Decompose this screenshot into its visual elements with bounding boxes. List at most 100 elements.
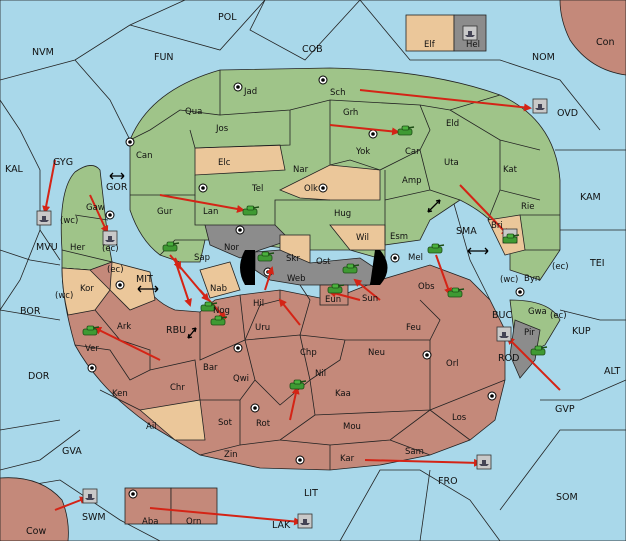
label-uta: Uta — [444, 158, 459, 168]
label-nil: Nil — [315, 369, 326, 379]
label-amp: Amp — [402, 176, 422, 186]
label-kat: Kat — [503, 165, 518, 175]
label-ec-kor: (ec) — [107, 265, 124, 275]
label-qua: Qua — [185, 107, 202, 117]
red-borders — [74, 284, 506, 470]
label-kal: KAL — [5, 164, 24, 175]
territory-kor[interactable] — [61, 267, 111, 316]
fleet-fro[interactable] — [476, 454, 492, 470]
label-orl: Orl — [446, 359, 459, 369]
label-wil: Wil — [356, 233, 369, 243]
label-chr: Chr — [170, 383, 185, 393]
impassable-east — [370, 250, 388, 285]
label-lit: LIT — [304, 488, 318, 499]
label-gwa: Gwa — [528, 307, 547, 317]
fleet-lak[interactable] — [297, 513, 313, 529]
territory-elc[interactable] — [194, 144, 286, 176]
label-ec-gwa: (ec) — [550, 311, 567, 321]
label-jos: Jos — [215, 124, 229, 134]
label-buc: BUC — [492, 310, 512, 321]
label-som: SOM — [556, 492, 578, 503]
label-web: Web — [287, 274, 306, 284]
label-gaw: Gaw — [86, 203, 105, 213]
territory-con[interactable] — [559, 0, 626, 76]
territory-gaw[interactable] — [60, 165, 113, 263]
label-bor: BOR — [20, 306, 41, 317]
label-alt: ALT — [604, 366, 620, 377]
label-kor: Kor — [80, 284, 94, 294]
label-ost: Ost — [316, 257, 331, 267]
label-rod: ROD — [498, 353, 519, 364]
label-sch: Sch — [330, 88, 345, 98]
label-fun: FUN — [154, 52, 174, 63]
label-gyg: GYG — [53, 157, 73, 168]
label-gvp: GVP — [555, 404, 575, 415]
label-qwi: Qwi — [233, 374, 249, 384]
label-ovd: OVD — [557, 108, 578, 119]
label-nab: Nab — [210, 284, 227, 294]
label-sot: Sot — [218, 418, 233, 428]
label-jad: Jad — [243, 87, 257, 97]
territory-nab[interactable] — [199, 261, 241, 299]
label-mvu: MVU — [36, 242, 58, 253]
label-mel: Mel — [408, 253, 423, 263]
label-grh: Grh — [343, 108, 358, 118]
territory-orn[interactable] — [170, 487, 218, 525]
coast-connectors — [109, 172, 489, 339]
label-olk: Olk — [304, 184, 318, 194]
label-bri: Bri — [491, 221, 503, 231]
label-tel: Tel — [251, 184, 263, 194]
label-gur: Gur — [157, 207, 173, 217]
fleet-gaw-ec[interactable] — [102, 230, 118, 246]
label-swm: SWM — [82, 512, 106, 523]
label-rbu: RBU — [166, 325, 186, 336]
fleet-ovd[interactable] — [532, 98, 548, 114]
label-cob: COB — [302, 44, 323, 55]
label-zin: Zin — [224, 450, 238, 460]
territory-wil[interactable] — [329, 224, 386, 251]
label-eun: Eun — [325, 295, 341, 305]
label-feu: Feu — [406, 323, 421, 333]
label-kup: KUP — [572, 326, 591, 337]
label-nog: Nog — [213, 306, 230, 316]
label-uru: Uru — [255, 323, 270, 333]
territory-ail[interactable] — [139, 399, 206, 441]
label-sun: Sun — [362, 294, 378, 304]
label-ver: Ver — [85, 344, 99, 354]
label-fro: FRO — [438, 476, 458, 487]
label-pol: POL — [218, 12, 237, 23]
label-bar: Bar — [203, 363, 218, 373]
label-lak: LAK — [272, 520, 291, 531]
label-car: Car — [405, 147, 420, 157]
fleet-hel[interactable] — [462, 25, 478, 41]
label-kar: Kar — [340, 454, 355, 464]
label-nvm: NVM — [32, 47, 54, 58]
label-dor: DOR — [28, 371, 50, 382]
label-kaa: Kaa — [335, 389, 351, 399]
label-con: Con — [596, 37, 614, 48]
territory-cow[interactable] — [0, 477, 69, 541]
label-nom: NOM — [532, 52, 555, 63]
map-labels: POL NVM FUN COB NOM Con Elf Hel OVD KAL … — [5, 12, 620, 537]
label-sma: SMA — [456, 226, 477, 237]
label-cow: Cow — [26, 526, 46, 537]
label-kam: KAM — [580, 192, 601, 203]
label-tei: TEI — [589, 258, 605, 269]
label-rie: Rie — [521, 202, 535, 212]
label-eld: Eld — [446, 119, 459, 129]
label-byn: Byn — [524, 274, 540, 284]
impassable-west — [240, 250, 255, 285]
label-los: Los — [452, 413, 467, 423]
territory-ark[interactable] — [109, 261, 156, 311]
territory-pir[interactable] — [509, 319, 541, 379]
label-yok: Yok — [355, 147, 370, 157]
label-pir: Pir — [524, 328, 535, 338]
label-gva: GVA — [62, 446, 82, 457]
fleet-mvu[interactable] — [36, 210, 52, 226]
fleet-swm[interactable] — [82, 488, 98, 504]
label-elf: Elf — [424, 40, 436, 50]
label-aba: Aba — [142, 517, 158, 527]
fleet-gwa[interactable] — [496, 326, 512, 342]
